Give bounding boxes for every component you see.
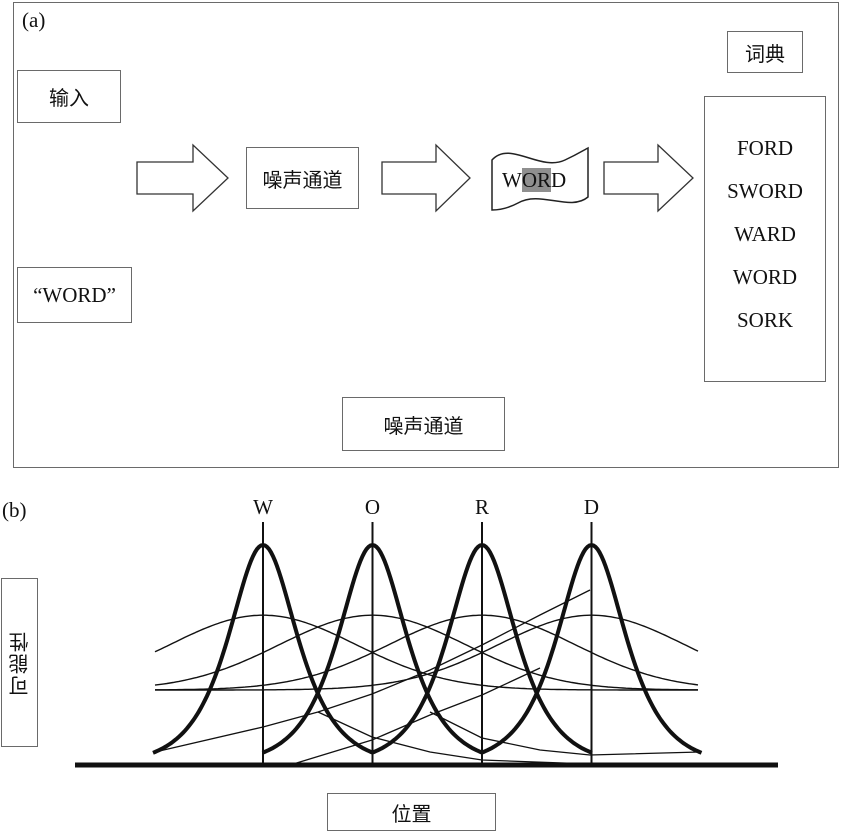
dictionary-word: WORD xyxy=(732,265,798,289)
tail-likelihood-curve xyxy=(154,589,591,753)
broad-likelihood-curve xyxy=(155,614,699,691)
y-label-box: 可能性 xyxy=(1,578,38,747)
noisy-word-prefix: W xyxy=(502,168,522,192)
letter-label: D xyxy=(584,495,599,519)
tail-likelihood-curve xyxy=(289,667,541,766)
dictionary-word: SWORD xyxy=(727,179,803,203)
dictionary-word: SORK xyxy=(736,308,794,332)
dictionary-title-box: 词典 xyxy=(727,31,803,73)
dictionary-word: WARD xyxy=(734,222,796,246)
panel-a-label: (a) xyxy=(22,8,46,32)
panel-b-label: (b) xyxy=(2,498,27,522)
noisy-channel-box: 噪声通道 xyxy=(246,147,359,209)
x-axis-label: 位置 xyxy=(391,801,432,826)
noisy-word-highlight: OR xyxy=(521,168,552,192)
input-title: 输入 xyxy=(49,86,89,110)
bottom-caption-box: 噪声通道 xyxy=(342,397,505,451)
broad-likelihood-curve xyxy=(155,614,699,691)
input-title-box: 输入 xyxy=(17,70,121,123)
tail-likelihood-curve xyxy=(429,711,701,756)
letter-label: R xyxy=(475,495,489,519)
x-label-box: 位置 xyxy=(327,793,496,831)
bottom-caption: 噪声通道 xyxy=(383,413,464,438)
dictionary-word: FORD xyxy=(736,136,794,160)
dictionary-list: FORD SWORD WARD WORD SORK xyxy=(727,133,803,335)
tail-likelihood-curve xyxy=(317,711,591,765)
noisy-word: WORD xyxy=(502,168,566,193)
panel-a-frame xyxy=(13,2,839,468)
arrow-right-icon xyxy=(136,143,229,213)
arrow-right-icon xyxy=(381,143,471,213)
letter-label: W xyxy=(253,495,273,519)
input-value: “WORD” xyxy=(33,282,116,307)
broad-likelihood-curve xyxy=(154,614,698,691)
input-value-box: “WORD” xyxy=(17,267,132,323)
noisy-word-suffix: D xyxy=(551,168,567,192)
noisy-channel-label: 噪声通道 xyxy=(262,167,343,192)
arrow-right-icon xyxy=(603,143,694,213)
letter-label: O xyxy=(365,495,380,519)
dictionary-box: FORD SWORD WARD WORD SORK xyxy=(704,96,826,382)
dictionary-title: 词典 xyxy=(745,41,785,66)
